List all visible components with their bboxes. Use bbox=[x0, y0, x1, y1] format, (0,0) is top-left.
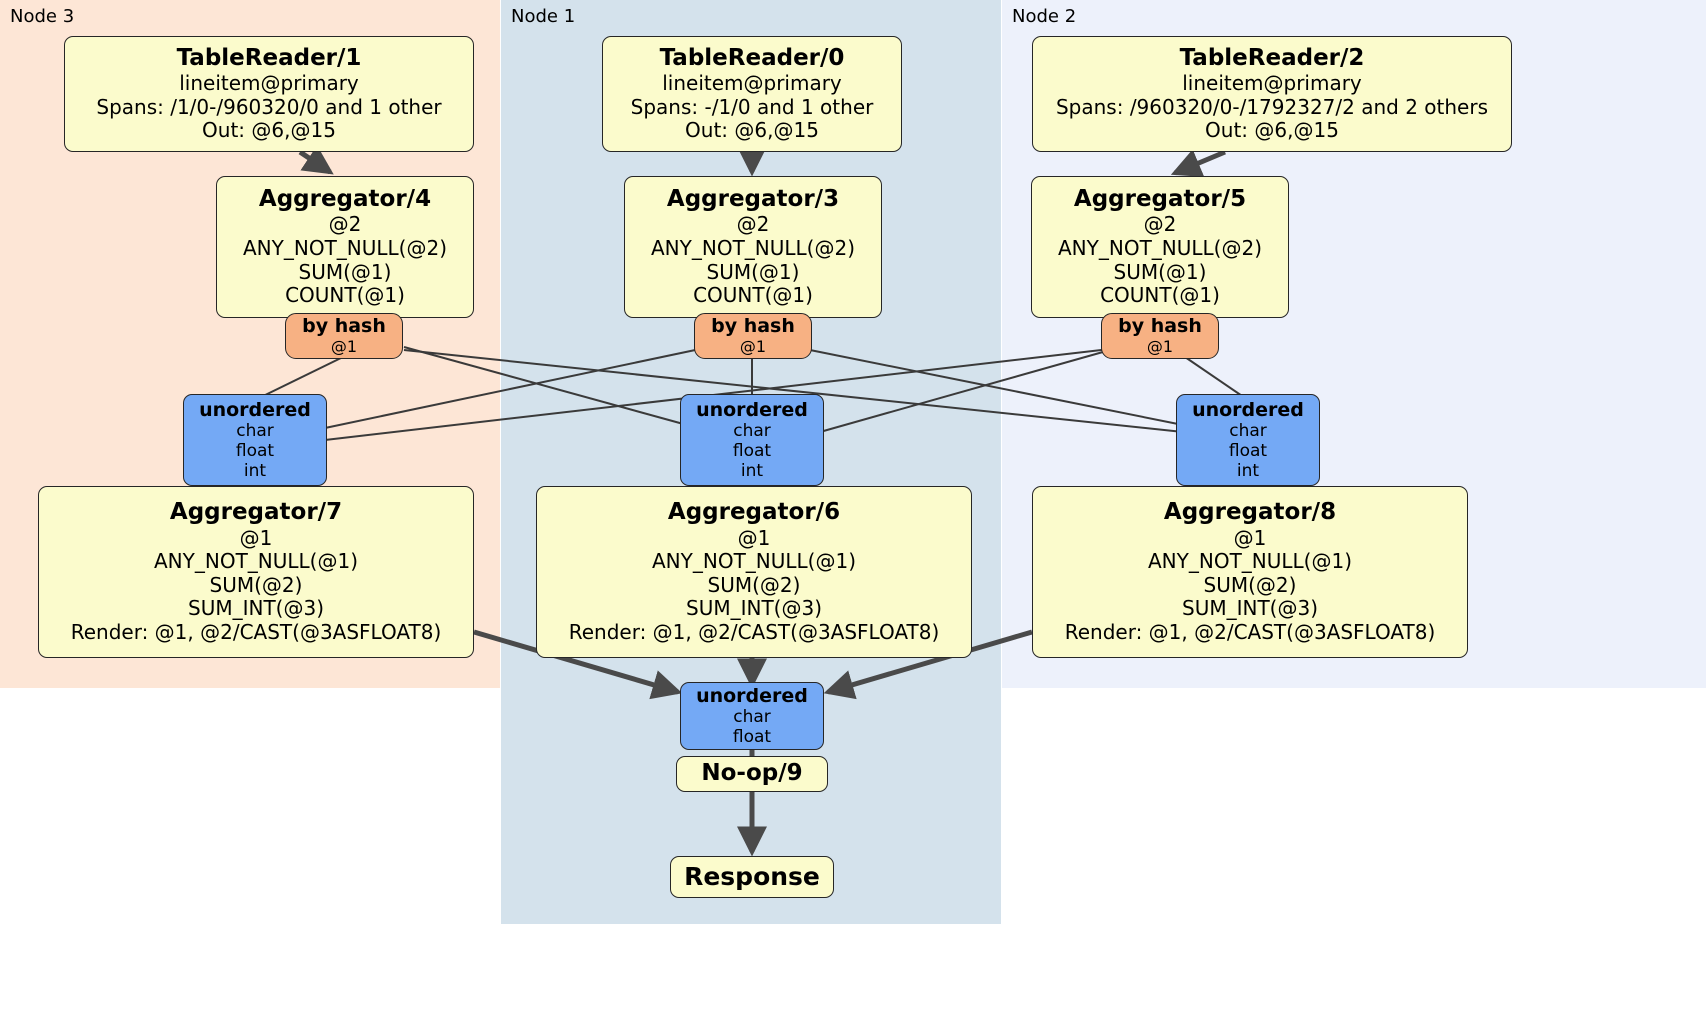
box-title: by hash bbox=[1118, 315, 1202, 338]
box-line: SUM(@2) bbox=[1203, 572, 1297, 597]
router-box-by-hash-right[interactable]: by hash @1 bbox=[1101, 313, 1219, 359]
synchronizer-box-unordered-center[interactable]: unordered char float int bbox=[680, 394, 824, 486]
box-line: @1 bbox=[330, 336, 358, 356]
box-line: char bbox=[236, 421, 274, 442]
box-line: @1 bbox=[239, 525, 273, 550]
box-line: SUM(@1) bbox=[1113, 259, 1207, 284]
box-line: Render: @1, @2/CAST(@3ASFLOAT8) bbox=[568, 619, 940, 644]
box-line: Out: @6,@15 bbox=[202, 118, 336, 143]
box-line: SUM_INT(@3) bbox=[188, 596, 324, 621]
box-line: ANY_NOT_NULL(@2) bbox=[651, 235, 855, 260]
box-line: @2 bbox=[1143, 212, 1177, 237]
box-title: TableReader/2 bbox=[1179, 45, 1365, 72]
processor-box-aggregator-8[interactable]: Aggregator/8 @1 ANY_NOT_NULL(@1) SUM(@2)… bbox=[1032, 486, 1468, 658]
box-line: ANY_NOT_NULL(@1) bbox=[1148, 549, 1352, 574]
box-line: ANY_NOT_NULL(@1) bbox=[154, 549, 358, 574]
box-line: SUM(@1) bbox=[706, 259, 800, 284]
box-line: float bbox=[732, 441, 772, 462]
processor-box-noop-9[interactable]: No-op/9 bbox=[676, 756, 828, 792]
box-line: @1 bbox=[1233, 525, 1267, 550]
box-line: COUNT(@1) bbox=[1100, 283, 1220, 308]
box-title: Aggregator/7 bbox=[169, 499, 343, 526]
box-line: @1 bbox=[739, 336, 767, 356]
box-title: unordered bbox=[696, 398, 808, 421]
box-line: @1 bbox=[1146, 336, 1174, 356]
box-line: ANY_NOT_NULL(@1) bbox=[652, 549, 856, 574]
box-line: SUM(@2) bbox=[209, 572, 303, 597]
box-title: Aggregator/8 bbox=[1163, 499, 1337, 526]
box-line: Render: @1, @2/CAST(@3ASFLOAT8) bbox=[70, 619, 442, 644]
box-title: Response bbox=[684, 862, 820, 892]
box-line: int bbox=[1236, 461, 1260, 482]
router-box-by-hash-left[interactable]: by hash @1 bbox=[285, 313, 403, 359]
box-line: Spans: /960320/0-/1792327/2 and 2 others bbox=[1055, 94, 1488, 119]
box-line: lineitem@primary bbox=[179, 71, 359, 96]
box-line: Spans: /1/0-/960320/0 and 1 other bbox=[96, 94, 442, 119]
box-line: @1 bbox=[737, 525, 771, 550]
box-line: SUM_INT(@3) bbox=[1182, 596, 1318, 621]
box-line: SUM(@2) bbox=[707, 572, 801, 597]
processor-box-tablereader-2[interactable]: TableReader/2 lineitem@primary Spans: /9… bbox=[1032, 36, 1512, 152]
synchronizer-box-unordered-left[interactable]: unordered char float int bbox=[183, 394, 327, 486]
box-line: SUM(@1) bbox=[298, 259, 392, 284]
box-title: Aggregator/3 bbox=[666, 186, 840, 213]
box-title: unordered bbox=[199, 398, 311, 421]
box-line: char bbox=[733, 707, 771, 728]
box-title: unordered bbox=[696, 684, 808, 707]
processor-box-tablereader-1[interactable]: TableReader/1 lineitem@primary Spans: /1… bbox=[64, 36, 474, 152]
box-title: unordered bbox=[1192, 398, 1304, 421]
box-title: No-op/9 bbox=[701, 760, 803, 787]
box-line: @2 bbox=[328, 212, 362, 237]
synchronizer-box-unordered-right[interactable]: unordered char float int bbox=[1176, 394, 1320, 486]
box-line: COUNT(@1) bbox=[285, 283, 405, 308]
processor-box-tablereader-0[interactable]: TableReader/0 lineitem@primary Spans: -/… bbox=[602, 36, 902, 152]
box-line: lineitem@primary bbox=[662, 71, 842, 96]
box-line: Render: @1, @2/CAST(@3ASFLOAT8) bbox=[1064, 619, 1436, 644]
processor-box-aggregator-3[interactable]: Aggregator/3 @2 ANY_NOT_NULL(@2) SUM(@1)… bbox=[624, 176, 882, 318]
processor-box-response[interactable]: Response bbox=[670, 856, 834, 898]
box-line: lineitem@primary bbox=[1182, 71, 1362, 96]
box-line: SUM_INT(@3) bbox=[686, 596, 822, 621]
box-line: float bbox=[732, 727, 772, 748]
box-line: Spans: -/1/0 and 1 other bbox=[630, 94, 874, 119]
box-title: by hash bbox=[302, 315, 386, 338]
processor-box-aggregator-4[interactable]: Aggregator/4 @2 ANY_NOT_NULL(@2) SUM(@1)… bbox=[216, 176, 474, 318]
box-line: char bbox=[1229, 421, 1267, 442]
node-panel-label-node1: Node 1 bbox=[511, 6, 576, 27]
node-panel-label-node3: Node 3 bbox=[10, 6, 75, 27]
router-box-by-hash-center[interactable]: by hash @1 bbox=[694, 313, 812, 359]
box-title: Aggregator/6 bbox=[667, 499, 841, 526]
box-line: @2 bbox=[736, 212, 770, 237]
box-title: by hash bbox=[711, 315, 795, 338]
processor-box-aggregator-6[interactable]: Aggregator/6 @1 ANY_NOT_NULL(@1) SUM(@2)… bbox=[536, 486, 972, 658]
box-title: Aggregator/4 bbox=[258, 186, 432, 213]
node-panel-label-node2: Node 2 bbox=[1012, 6, 1077, 27]
box-line: char bbox=[733, 421, 771, 442]
synchronizer-box-unordered-final[interactable]: unordered char float bbox=[680, 682, 824, 750]
box-line: ANY_NOT_NULL(@2) bbox=[243, 235, 447, 260]
box-title: TableReader/0 bbox=[659, 45, 845, 72]
box-line: float bbox=[1228, 441, 1268, 462]
box-line: COUNT(@1) bbox=[693, 283, 813, 308]
box-title: Aggregator/5 bbox=[1073, 186, 1247, 213]
box-title: TableReader/1 bbox=[176, 45, 362, 72]
box-line: float bbox=[235, 441, 275, 462]
processor-box-aggregator-7[interactable]: Aggregator/7 @1 ANY_NOT_NULL(@1) SUM(@2)… bbox=[38, 486, 474, 658]
box-line: Out: @6,@15 bbox=[1205, 118, 1339, 143]
processor-box-aggregator-5[interactable]: Aggregator/5 @2 ANY_NOT_NULL(@2) SUM(@1)… bbox=[1031, 176, 1289, 318]
box-line: Out: @6,@15 bbox=[685, 118, 819, 143]
box-line: int bbox=[740, 461, 764, 482]
box-line: ANY_NOT_NULL(@2) bbox=[1058, 235, 1262, 260]
box-line: int bbox=[243, 461, 267, 482]
